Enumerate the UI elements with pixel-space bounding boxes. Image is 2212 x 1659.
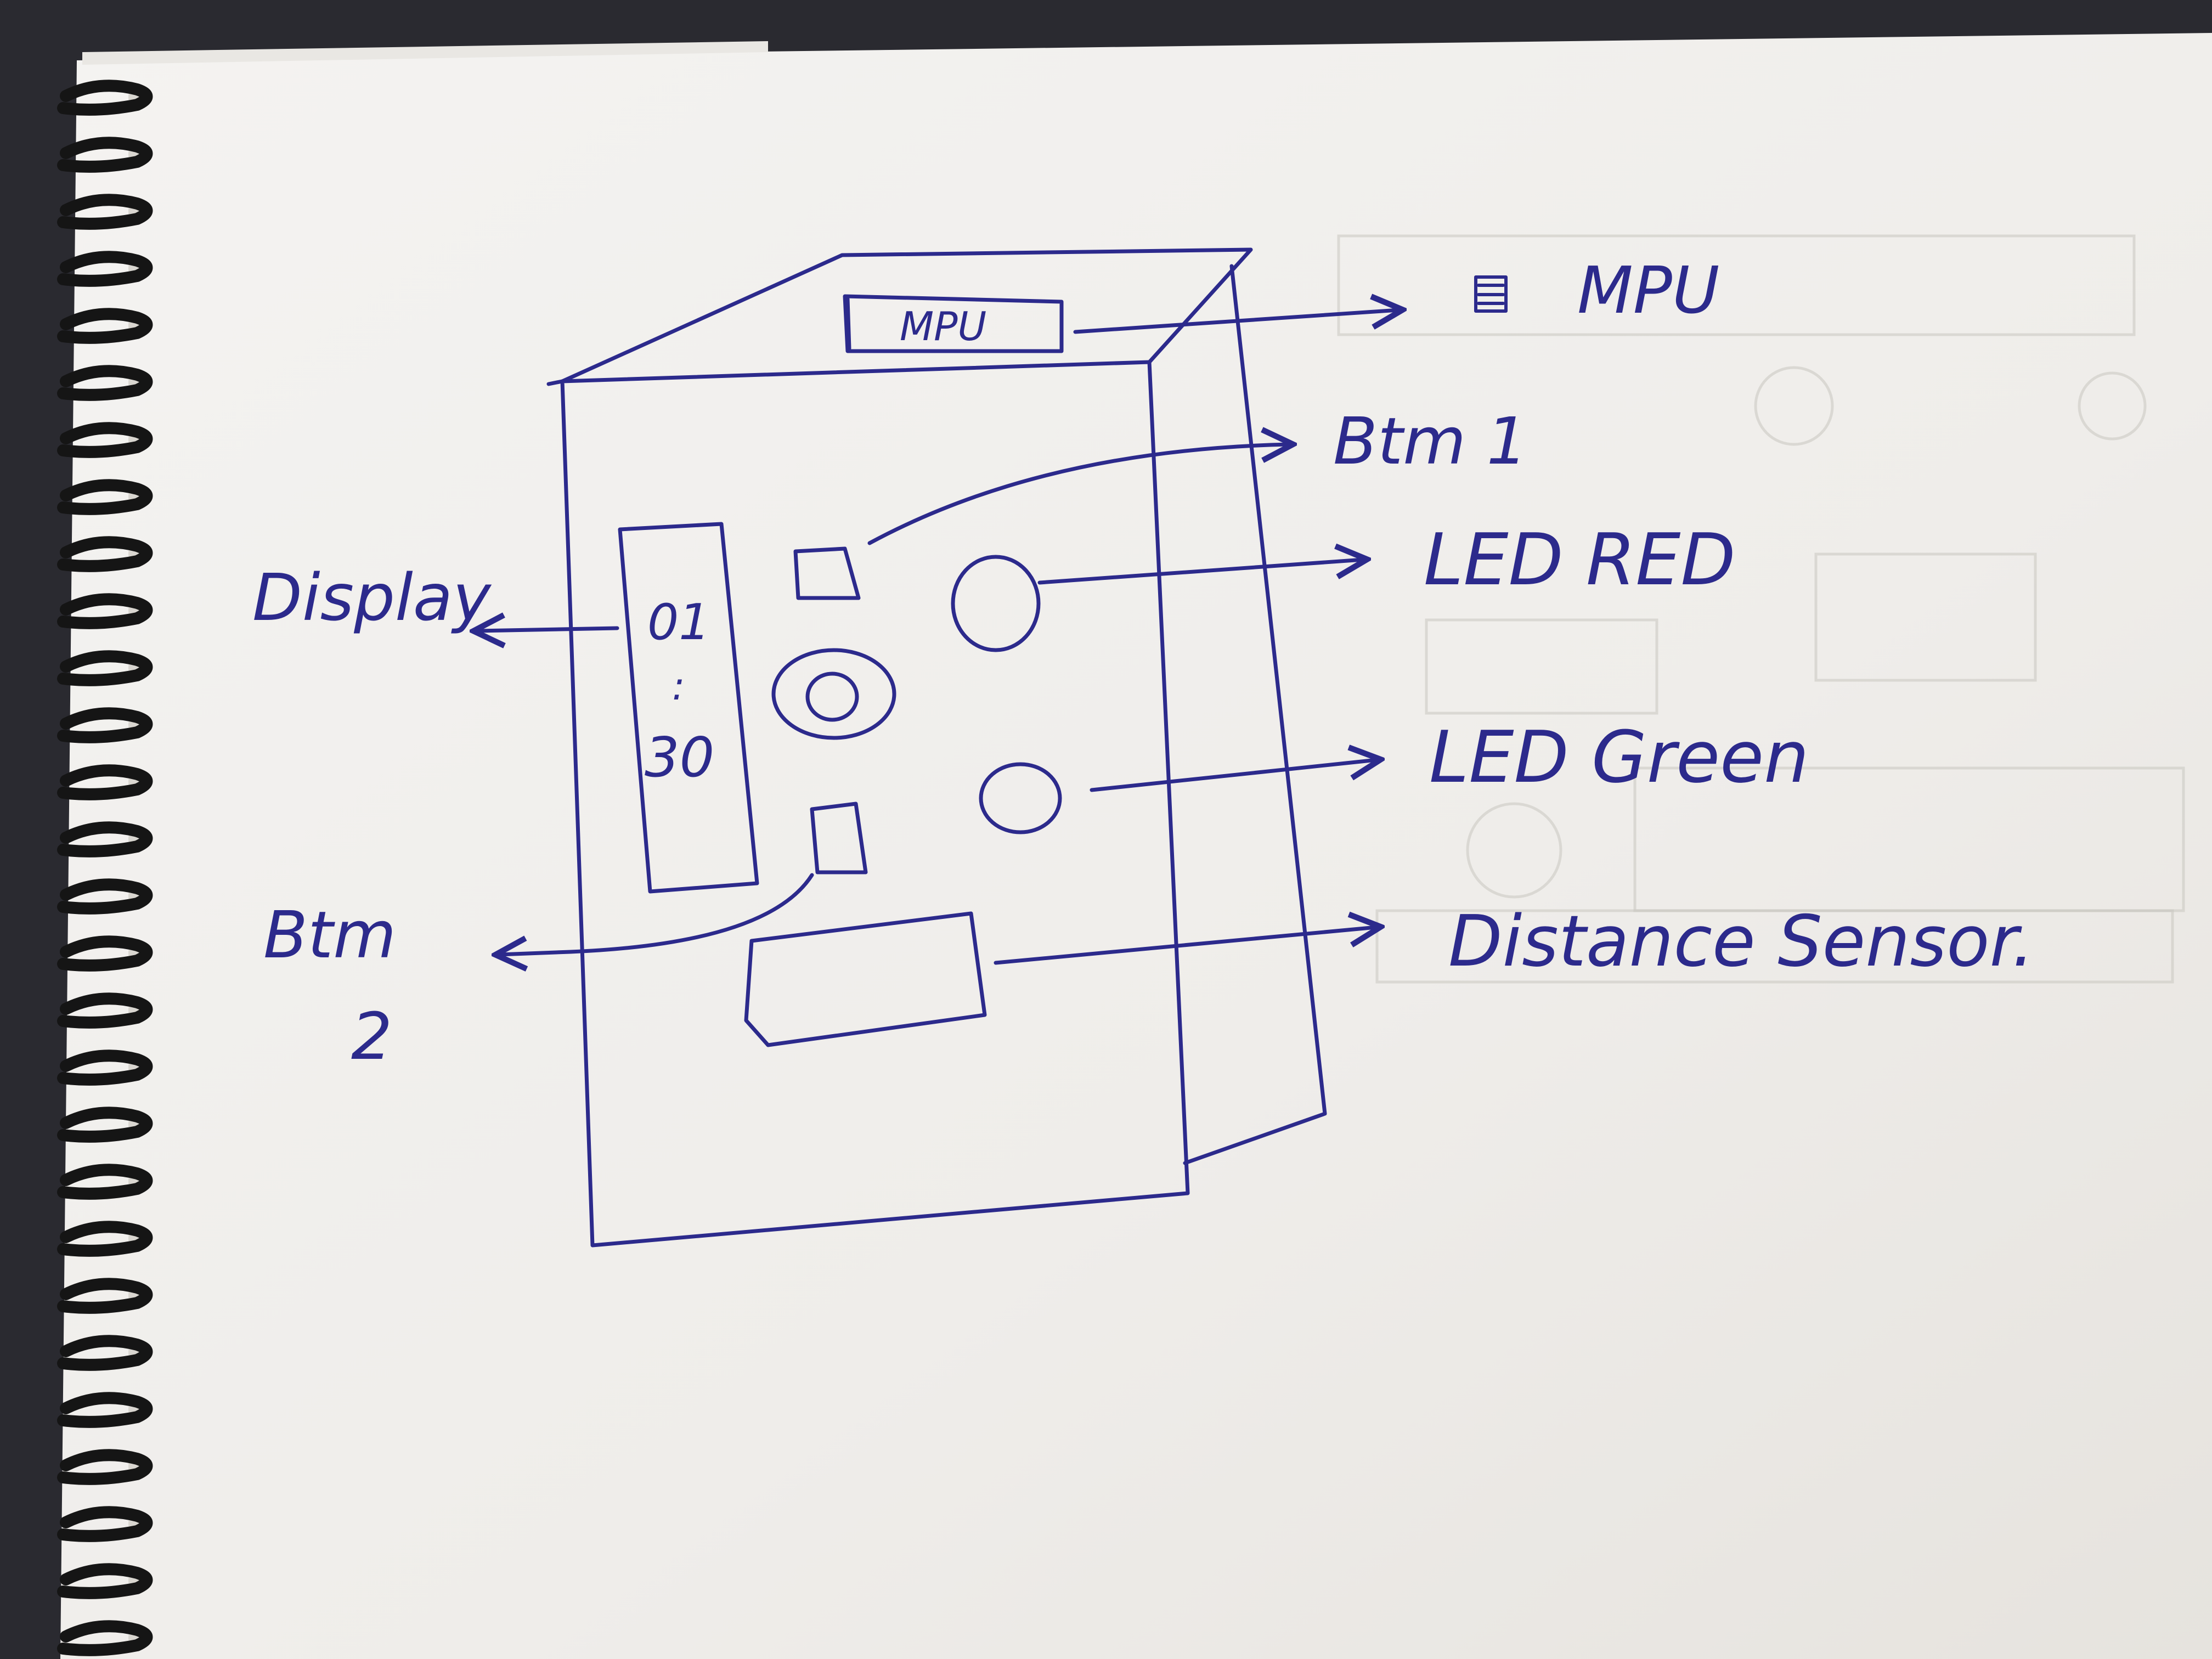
display-digits-top: 01 [647, 594, 710, 651]
display-label: Display [252, 560, 492, 635]
led-green-label: LED Green [1429, 715, 1809, 799]
box-corner-stroke [549, 381, 562, 384]
btn2-label-line2: 2 [351, 998, 392, 1074]
btn2-label-line1: Btm [263, 897, 396, 973]
mpu-label: MPU [1577, 252, 1719, 328]
arrow-display [477, 628, 617, 631]
display-digits-bottom: 30 [645, 725, 714, 789]
led-red-label: LED RED [1424, 518, 1736, 601]
paper-sheet [60, 33, 2212, 1659]
mpu-box-label: MPU [900, 303, 986, 349]
mpu-box-edge [848, 299, 849, 348]
btn1-label: Btm 1 [1333, 403, 1528, 479]
distance-sensor-label: Distance Sensor. [1448, 901, 2034, 983]
display-colon: : [672, 664, 685, 709]
